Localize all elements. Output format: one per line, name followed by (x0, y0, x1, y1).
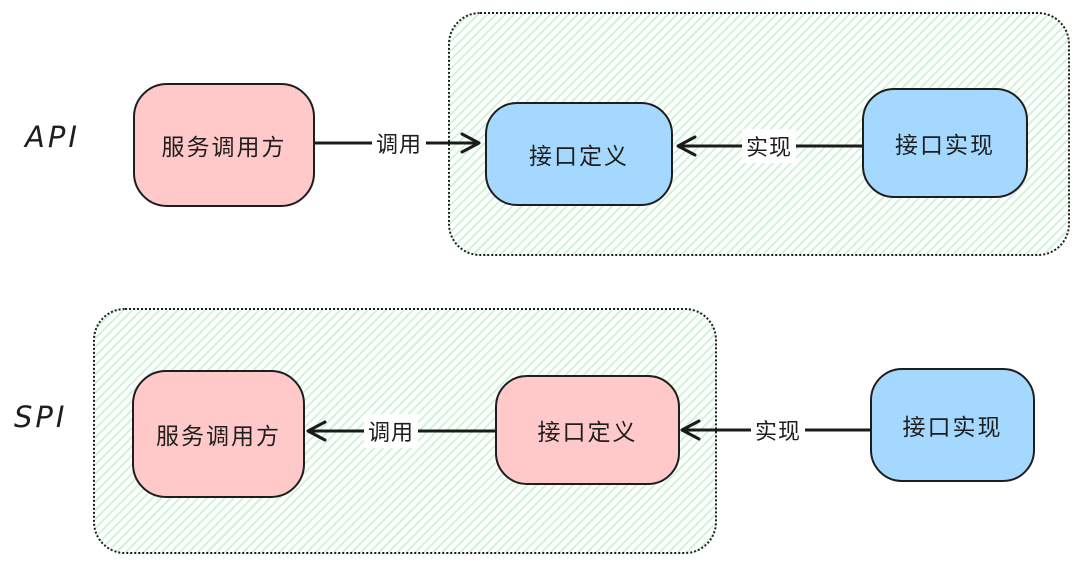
api-definition-label: 接口定义 (529, 144, 629, 170)
api-implement-arrow-label: 实现 (741, 129, 797, 163)
api-implementation-label: 接口实现 (895, 133, 995, 159)
api-call-arrow-label: 调用 (371, 126, 427, 160)
spi-implementation-label: 接口实现 (902, 415, 1003, 441)
spi-caller-node: 服务调用方 (132, 370, 305, 498)
spi-definition-label: 接口定义 (537, 420, 638, 446)
api-caller-label: 服务调用方 (161, 135, 287, 161)
api-implementation-node: 接口实现 (862, 88, 1028, 198)
api-caller-node: 服务调用方 (133, 83, 315, 207)
spi-implementation-node: 接口实现 (870, 368, 1035, 482)
spi-row-label: SPI (14, 400, 68, 434)
api-definition-node: 接口定义 (485, 102, 673, 206)
spi-call-arrow-label: 调用 (363, 414, 419, 448)
spi-caller-label: 服务调用方 (156, 424, 281, 450)
api-row-label: API (25, 120, 80, 154)
spi-implement-arrow-label: 实现 (750, 413, 806, 447)
spi-definition-node: 接口定义 (495, 375, 680, 485)
